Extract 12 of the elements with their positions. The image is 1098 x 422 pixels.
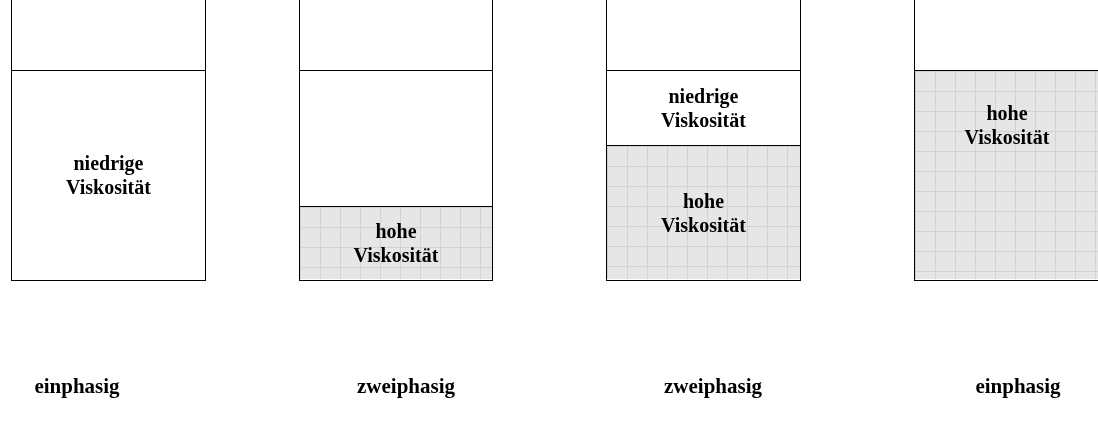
phase-caption: zweiphasig xyxy=(664,374,762,399)
liquid-layer xyxy=(607,145,800,279)
phase-caption: einphasig xyxy=(975,374,1061,399)
viscosity-label: niedrige Viskosität xyxy=(660,84,747,132)
viscosity-label: hohe Viskosität xyxy=(352,219,440,267)
viscosity-label: hohe Viskosität xyxy=(963,101,1051,149)
viscosity-label: niedrige Viskosität xyxy=(65,151,152,199)
liquid-layer xyxy=(915,70,1098,279)
phase-caption: einphasig xyxy=(34,374,120,399)
viscosity-label: hohe Viskosität xyxy=(660,188,747,237)
liquid-layer xyxy=(300,206,492,279)
phase-caption: zweiphasig xyxy=(357,374,455,399)
